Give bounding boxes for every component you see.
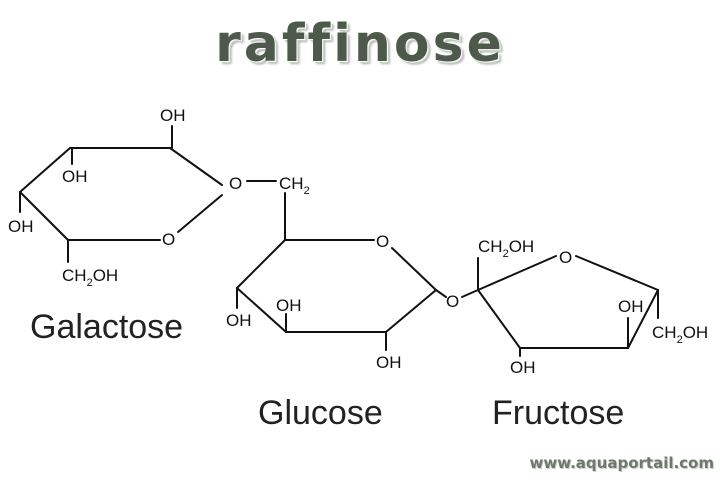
galactose-ring xyxy=(19,125,277,263)
page-title: raffinose xyxy=(215,14,505,74)
glucose-ch2: CH2 xyxy=(279,174,310,197)
glucose-ring-oxygen: O xyxy=(376,232,389,251)
galactose-oh-left: OH xyxy=(8,217,34,236)
galactose-oh-top: OH xyxy=(160,106,186,125)
label-fructose: Fructose xyxy=(492,394,624,432)
galactose-ch2oh: CH2OH xyxy=(62,266,118,289)
galactose-oh-mid: OH xyxy=(62,167,88,186)
label-galactose: Galactose xyxy=(30,308,183,346)
watermark: www.aquaportail.com xyxy=(529,454,714,472)
label-glucose: Glucose xyxy=(258,394,383,432)
fructose-ch2oh-right: CH2OH xyxy=(652,323,708,346)
fructose-oh-right: OH xyxy=(618,297,644,316)
glucose-oh-left: OH xyxy=(226,311,252,330)
galactose-ring-oxygen: O xyxy=(162,230,175,249)
fructose-ring-oxygen: O xyxy=(559,248,572,267)
glycosidic-oxygen-1: O xyxy=(229,174,242,193)
fructose-ring xyxy=(477,255,659,357)
glucose-oh-mid: OH xyxy=(276,296,302,315)
glucose-oh-bottom: OH xyxy=(376,353,402,372)
glycosidic-oxygen-2: O xyxy=(446,292,459,311)
fructose-ch2oh-top: CH2OH xyxy=(478,237,534,260)
fructose-oh-bottom: OH xyxy=(510,358,536,377)
glucose-ring xyxy=(236,192,479,351)
